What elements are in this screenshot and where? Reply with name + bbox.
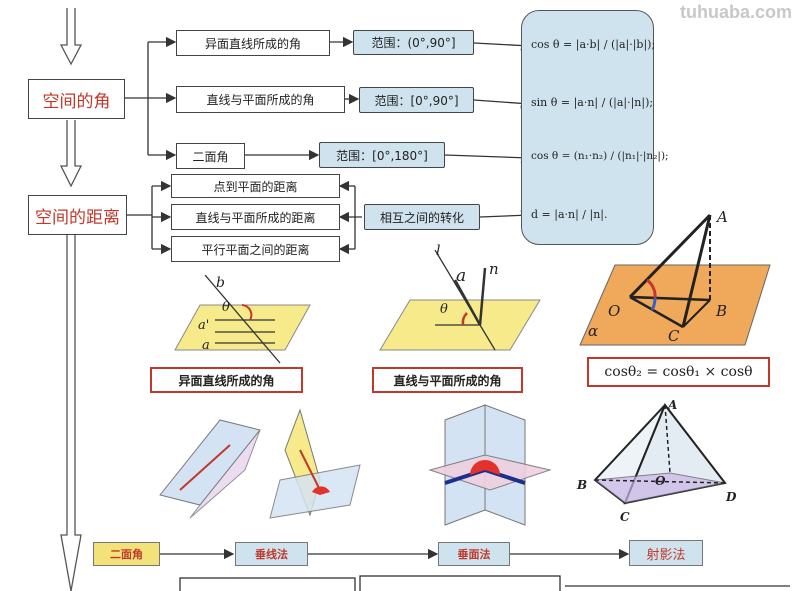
formula-cos-skew: cos θ = |a·b| / (|a|·|b|);: [531, 38, 656, 51]
label-O: O: [608, 302, 621, 320]
angle-item-dihedral: 二面角: [176, 143, 245, 169]
formula-cos-dihedral: cos θ = (n₁·n₂) / (|n₁|·|n₂|);: [531, 150, 669, 162]
figure-three-cosines: [579, 213, 771, 346]
figure-dihedral-planes: [159, 408, 361, 519]
range-line-plane: 范围：[0°,90°]: [359, 87, 474, 113]
watermark: tuhuaba.com: [679, 2, 792, 22]
figure-skew-lines: [174, 275, 311, 364]
label-vec-a: a: [456, 266, 467, 286]
caption-skew-lines: 异面直线所成的角: [150, 367, 303, 393]
range-dihedral: 范围：[0°,180°]: [319, 142, 445, 168]
label-a: a: [202, 338, 210, 353]
label-C: C: [668, 327, 680, 345]
label-theta-1: θ: [222, 300, 230, 315]
method-projection: 射影法: [629, 540, 703, 566]
distance-item-parallel-planes: 平行平面之间的距离: [171, 236, 340, 262]
label-B: B: [716, 302, 728, 320]
figure-perpendicular-plane: [428, 404, 552, 526]
caption-cos-relation: cosθ₂ = cosθ₁ × cosθ: [587, 357, 770, 387]
caption-line-plane: 直线与平面所成的角: [372, 367, 523, 393]
label-a-prime: a': [198, 318, 210, 333]
figure-pyramid: [593, 403, 727, 505]
label-C2: C: [620, 510, 630, 524]
label-D2: D: [726, 490, 737, 504]
angle-item-line-plane: 直线与平面所成的角: [176, 86, 345, 113]
category-spatial-distance: 空间的距离: [28, 195, 127, 235]
label-O2: O: [655, 474, 666, 488]
category-spatial-angle: 空间的角: [28, 79, 125, 119]
method-dihedral: 二面角: [93, 542, 160, 566]
range-skew-lines: 范围：(0°,90°]: [353, 30, 474, 55]
figure-line-plane: [379, 250, 541, 351]
label-l: l: [436, 243, 441, 259]
distance-item-line-plane: 直线与平面所成的距离: [171, 204, 340, 230]
method-perpendicular-line: 垂线法: [235, 542, 308, 566]
formula-distance: d = |a·n| / |n|.: [531, 208, 608, 221]
conversion-box: 相互之间的转化: [364, 204, 480, 230]
label-A: A: [717, 208, 728, 226]
label-theta-2: θ: [440, 302, 448, 317]
method-perpendicular-plane: 垂面法: [438, 542, 510, 566]
label-B2: B: [577, 478, 588, 492]
distance-item-point-plane: 点到平面的距离: [171, 174, 340, 198]
label-b: b: [216, 275, 225, 291]
label-vec-n: n: [489, 260, 499, 278]
formula-sin-line-plane: sin θ = |a·n| / (|a|·|n|);: [531, 96, 654, 109]
angle-item-skew-lines: 异面直线所成的角: [176, 30, 330, 56]
label-alpha: α: [588, 322, 599, 340]
formula-panel: [521, 10, 654, 245]
label-A2: A: [668, 398, 678, 412]
